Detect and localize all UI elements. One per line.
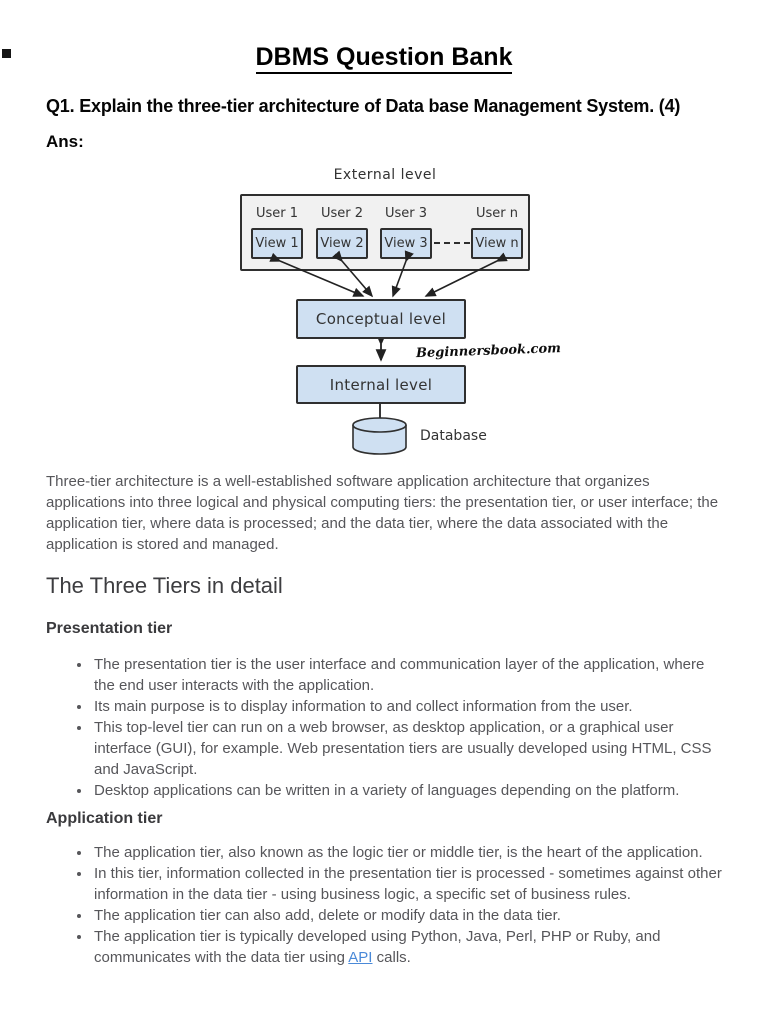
list-item: The application tier is typically develo… [92,926,722,968]
user-n-label: User n [475,206,518,221]
application-tier-list: The application tier, also known as the … [46,842,722,968]
diagram-arrows [269,250,508,455]
bullet-text-pre: The application tier is typically develo… [94,928,661,966]
presentation-tier-list: The presentation tier is the user interf… [46,654,722,801]
api-link[interactable]: API [348,949,373,966]
section-heading: The Three Tiers in detail [46,573,283,598]
list-item: Its main purpose is to display informati… [92,696,722,717]
conceptual-level-box: Conceptual level [296,299,466,339]
dashed-connector [434,242,470,244]
list-item: In this tier, information collected in t… [92,863,722,905]
user-1-label: User 1 [255,206,299,221]
list-item: This top-level tier can run on a web bro… [92,717,722,780]
external-level-label: External level [333,167,437,183]
user-2-label: User 2 [320,206,364,221]
list-item: The application tier can also add, delet… [92,905,722,926]
list-item: Desktop applications can be written in a… [92,780,722,801]
three-level-diagram: External level User 1 User 2 User 3 User… [224,162,561,462]
page-title: DBMS Question Bank [46,42,722,74]
architecture-diagram: External level User 1 User 2 User 3 User… [46,162,722,462]
question-text: Q1. Explain the three-tier architecture … [46,96,681,116]
bullet-text-post: calls. [372,949,411,966]
page-title-text: DBMS Question Bank [255,43,513,74]
document-page: DBMS Question Bank Q1. Explain the three… [0,42,768,968]
database-cylinder [352,425,407,455]
intro-paragraph: Three-tier architecture is a well-establ… [46,473,719,553]
answer-label: Ans: [46,132,84,151]
application-tier-heading: Application tier [46,810,163,827]
internal-level-box: Internal level [296,365,466,404]
list-item: The presentation tier is the user interf… [92,654,722,696]
user-3-label: User 3 [384,206,428,221]
presentation-tier-heading: Presentation tier [46,620,173,637]
corner-artifact [2,49,11,58]
list-item: The application tier, also known as the … [92,842,722,863]
database-label: Database [420,428,487,444]
